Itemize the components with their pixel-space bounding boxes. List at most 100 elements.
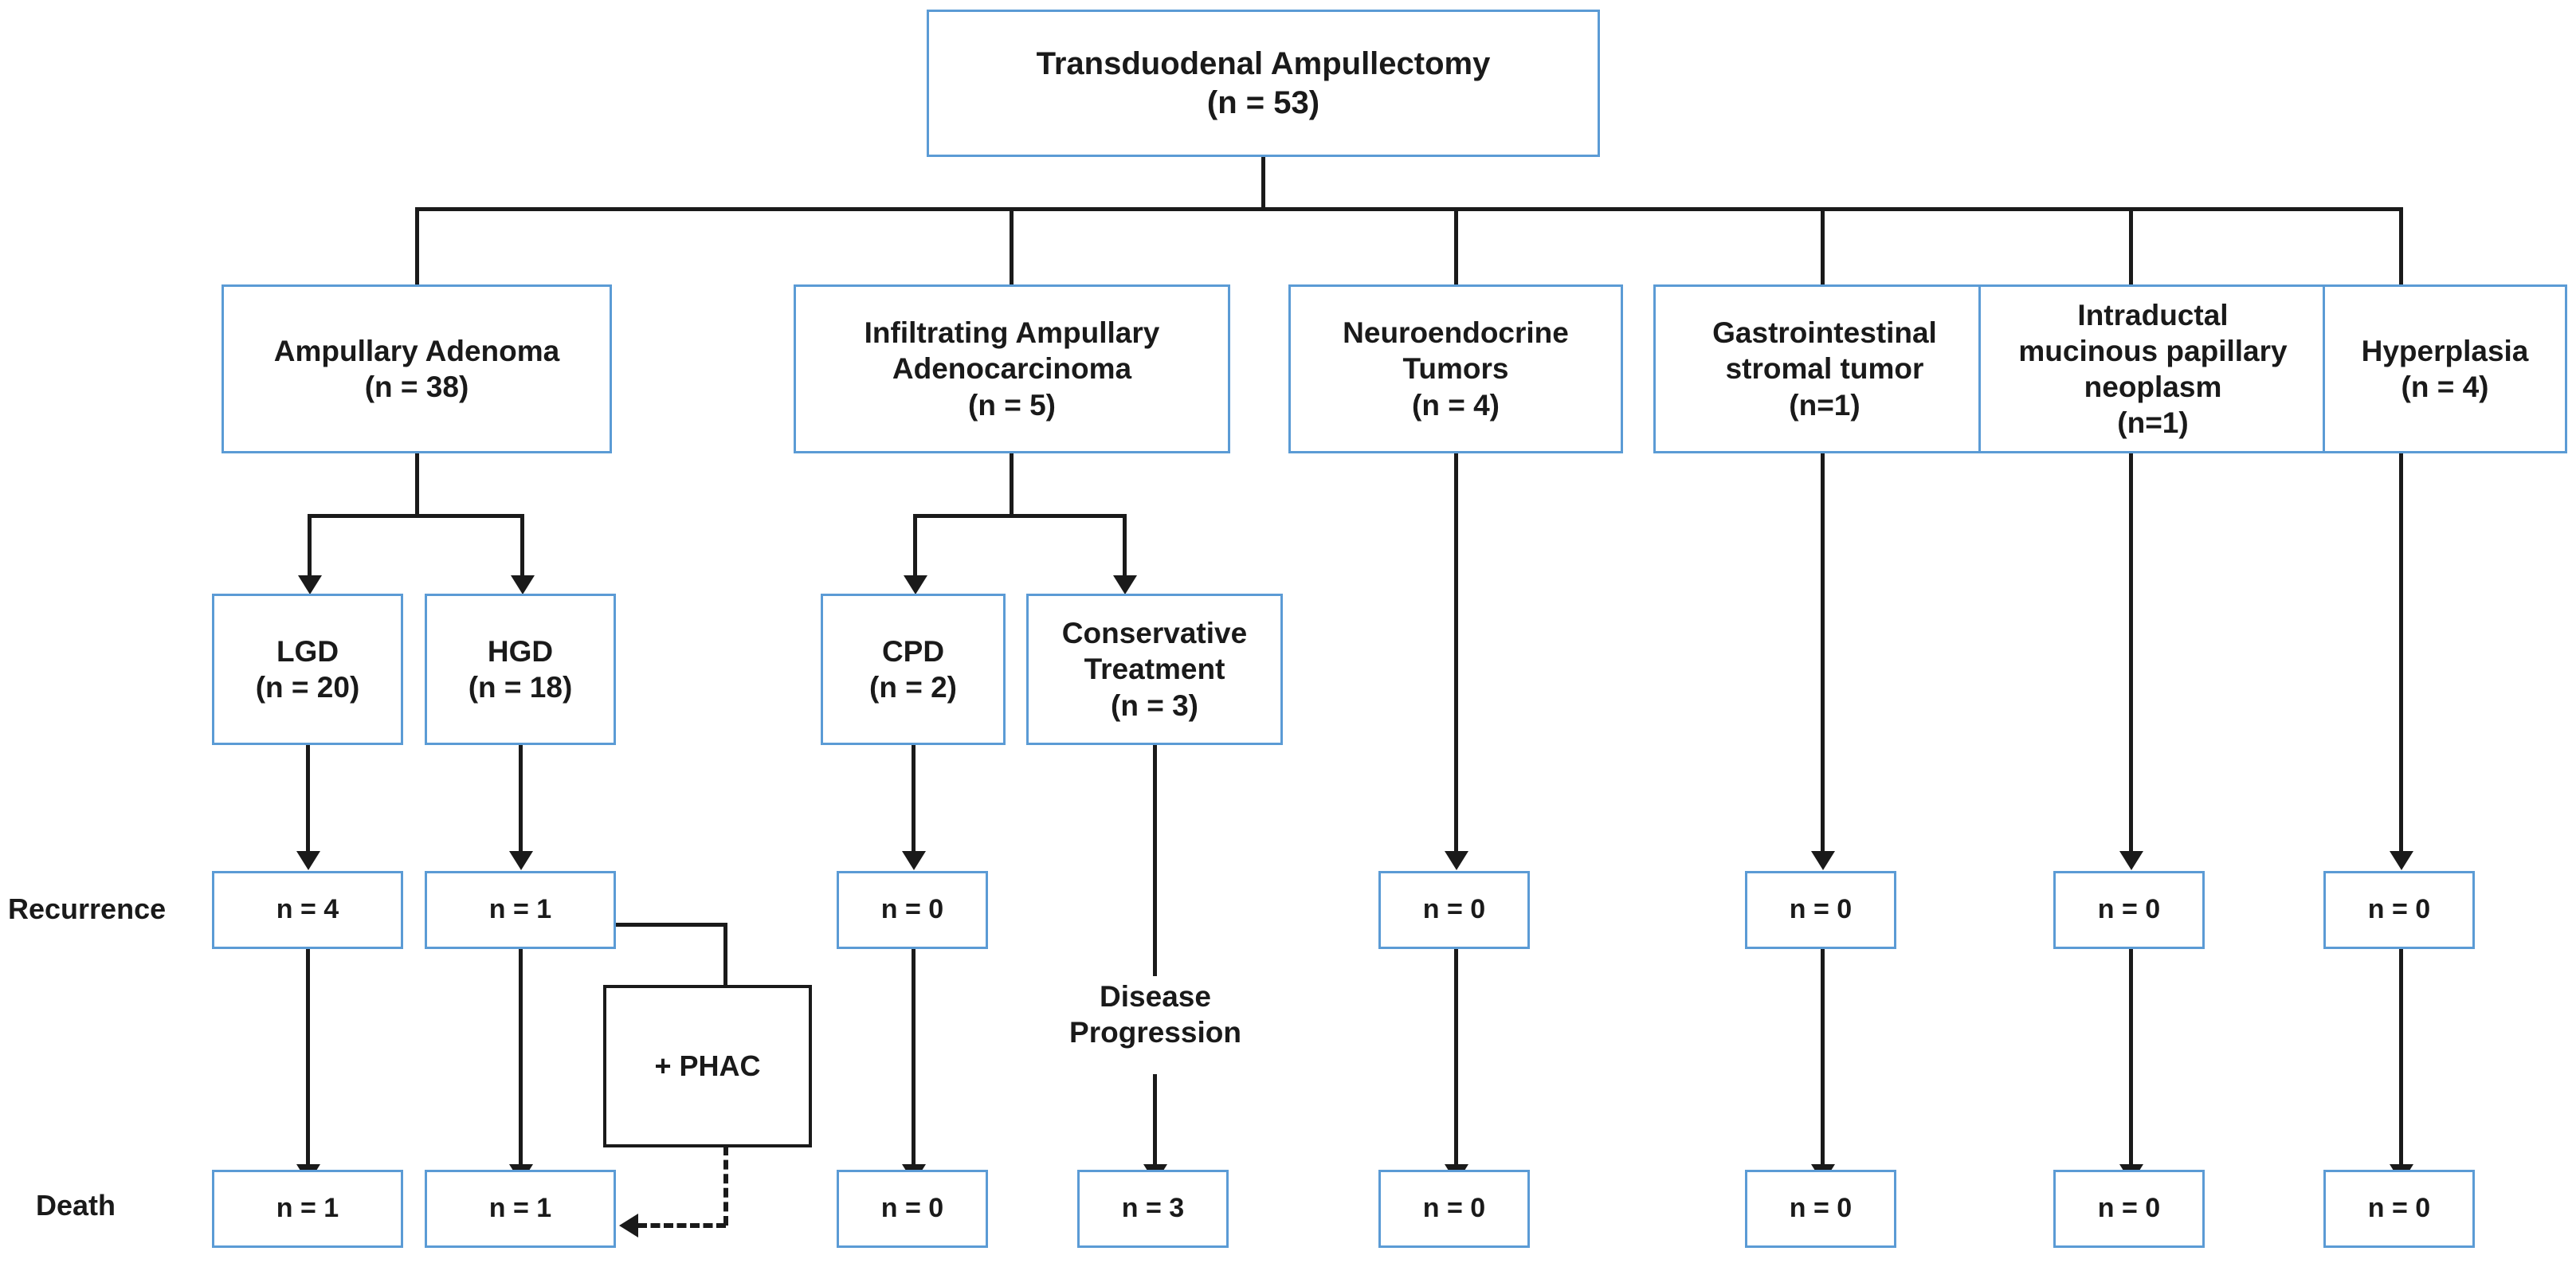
cell-value: n = 1 [488, 894, 552, 925]
connector-ipmn-to-recurrence [2129, 453, 2133, 857]
node-infiltrating-adenocarcinoma: Infiltrating Ampullary Adenocarcinoma (n… [794, 284, 1230, 453]
node-ampullary-adenoma: Ampullary Adenoma (n = 38) [222, 284, 612, 453]
node-transduodenal-ampullectomy: Transduodenal Ampullectomy (n = 53) [927, 10, 1600, 157]
cell-value: n = 0 [2097, 1193, 2161, 1224]
node-line: CPD [881, 634, 945, 668]
node-count: (n = 38) [364, 371, 469, 403]
connector-lgd-to-recurrence [306, 745, 310, 857]
node-line: Infiltrating Ampullary [864, 316, 1160, 350]
connector-drop-infiltrating-adenoca [1010, 207, 1014, 287]
death-box-ipmn: n = 0 [2053, 1170, 2205, 1248]
node-line: mucinous papillary [2018, 334, 2288, 367]
cell-value: n = 0 [1789, 894, 1853, 925]
node-count: (n=1) [2117, 406, 2189, 440]
connector-drop-ampullary-adenoma [415, 207, 419, 287]
node-title: Transduodenal Ampullectomy [1036, 45, 1491, 81]
arrowhead-adenoca-to-cpd [904, 575, 927, 594]
arrowhead-adenoma-to-hgd [511, 575, 535, 594]
arrowhead-ipmn-to-recurrence [2119, 851, 2143, 870]
arrowhead-adenoma-to-lgd [298, 575, 322, 594]
node-count: (n = 4) [2401, 371, 2489, 403]
recurrence-box-hgd: n = 1 [425, 871, 616, 949]
node-phac: + PHAC [603, 985, 812, 1147]
connector-adenoca-to-conservative [1123, 514, 1127, 581]
node-line: Intraductal [2077, 298, 2229, 331]
connector-progression-to-death [1153, 1074, 1157, 1170]
connector-recurrence-gist-to-death [1821, 949, 1825, 1172]
connector-drop-hyperplasia [2399, 207, 2403, 287]
recurrence-box-cpd: n = 0 [837, 871, 988, 949]
node-conservative-treatment: Conservative Treatment (n = 3) [1026, 594, 1283, 745]
row-label-recurrence: Recurrence [8, 892, 167, 925]
connector-adenoma-stem [415, 453, 419, 516]
connector-drop-ipmn [2129, 207, 2133, 287]
connector-adenoma-to-lgd [308, 514, 312, 581]
cell-value: n = 3 [1121, 1193, 1185, 1224]
connector-recurrence-net-to-death [1454, 949, 1458, 1172]
node-count: (n = 20) [255, 671, 360, 704]
connector-phac-to-death-dashed-v [723, 1146, 728, 1226]
recurrence-box-ipmn: n = 0 [2053, 871, 2205, 949]
connector-recurrence-ipmn-to-death [2129, 949, 2133, 1172]
connector-phac-to-death-dashed-h [637, 1223, 726, 1228]
arrowhead-adenoca-to-conservative [1113, 575, 1137, 594]
arrowhead-phac-to-death [619, 1214, 638, 1238]
death-box-cpd: n = 0 [837, 1170, 988, 1248]
node-gastrointestinal-stromal-tumor: Gastrointestinal stromal tumor (n=1) [1653, 284, 1996, 453]
connector-hyperplasia-to-recurrence [2399, 453, 2403, 857]
node-line: Conservative [1061, 617, 1248, 650]
node-cpd: CPD (n = 2) [821, 594, 1006, 745]
node-line: Neuroendocrine [1343, 316, 1569, 350]
cell-value: n = 0 [2097, 894, 2161, 925]
death-box-hyperplasia: n = 0 [2323, 1170, 2475, 1248]
death-box-hgd: n = 1 [425, 1170, 616, 1248]
connector-recurrence-hgd-to-death [519, 949, 523, 1172]
annotation-line: Progression [1069, 1016, 1241, 1049]
connector-adenoma-to-hgd [520, 514, 524, 581]
cell-value: n = 0 [880, 894, 944, 925]
node-line: LGD [276, 634, 339, 668]
node-hgd: HGD (n = 18) [425, 594, 616, 745]
node-line: Ampullary Adenoma [273, 334, 560, 367]
node-line: Tumors [1402, 352, 1509, 386]
cell-value: n = 0 [1422, 1193, 1486, 1224]
node-line: Adenocarcinoma [892, 352, 1132, 386]
cell-value: n = 1 [488, 1193, 552, 1224]
death-box-gist: n = 0 [1745, 1170, 1896, 1248]
cell-value: n = 0 [1422, 894, 1486, 925]
node-neuroendocrine-tumors: Neuroendocrine Tumors (n = 4) [1288, 284, 1623, 453]
connector-root-stem [1261, 157, 1265, 209]
cell-value: n = 0 [2367, 1193, 2431, 1224]
recurrence-box-neuroendocrine: n = 0 [1378, 871, 1530, 949]
connector-distribution-bar [415, 207, 2401, 211]
cell-value: n = 4 [276, 894, 339, 925]
row-label-death: Death [36, 1189, 116, 1222]
connector-cpd-to-recurrence [912, 745, 916, 857]
connector-drop-gist [1821, 207, 1825, 287]
node-count: (n=1) [1789, 388, 1860, 422]
connector-net-to-recurrence [1454, 453, 1458, 857]
arrowhead-hyperplasia-to-recurrence [2390, 851, 2413, 870]
node-line: neoplasm [2084, 371, 2222, 403]
recurrence-box-hyperplasia: n = 0 [2323, 871, 2475, 949]
recurrence-box-gist: n = 0 [1745, 871, 1896, 949]
connector-recurrence-cpd-to-death [912, 949, 916, 1172]
cell-value: n = 0 [1789, 1193, 1853, 1224]
node-line: Hyperplasia [2361, 334, 2529, 367]
node-count: (n = 4) [1412, 388, 1500, 422]
arrowhead-net-to-recurrence [1445, 851, 1468, 870]
death-box-conservative: n = 3 [1077, 1170, 1229, 1248]
node-line: Treatment [1084, 653, 1225, 686]
node-count: (n = 18) [468, 671, 573, 704]
connector-conservative-to-progression [1153, 745, 1157, 976]
death-box-lgd: n = 1 [212, 1170, 403, 1248]
cell-value: n = 0 [880, 1193, 944, 1224]
connector-hgd-recurrence-to-phac-v [723, 923, 727, 988]
connector-hgd-to-recurrence [519, 745, 523, 857]
node-line: Gastrointestinal [1712, 316, 1937, 350]
death-box-neuroendocrine: n = 0 [1378, 1170, 1530, 1248]
node-count: (n = 53) [1206, 84, 1320, 120]
node-count: (n = 5) [968, 388, 1056, 422]
connector-hgd-recurrence-to-phac-h [614, 923, 727, 927]
